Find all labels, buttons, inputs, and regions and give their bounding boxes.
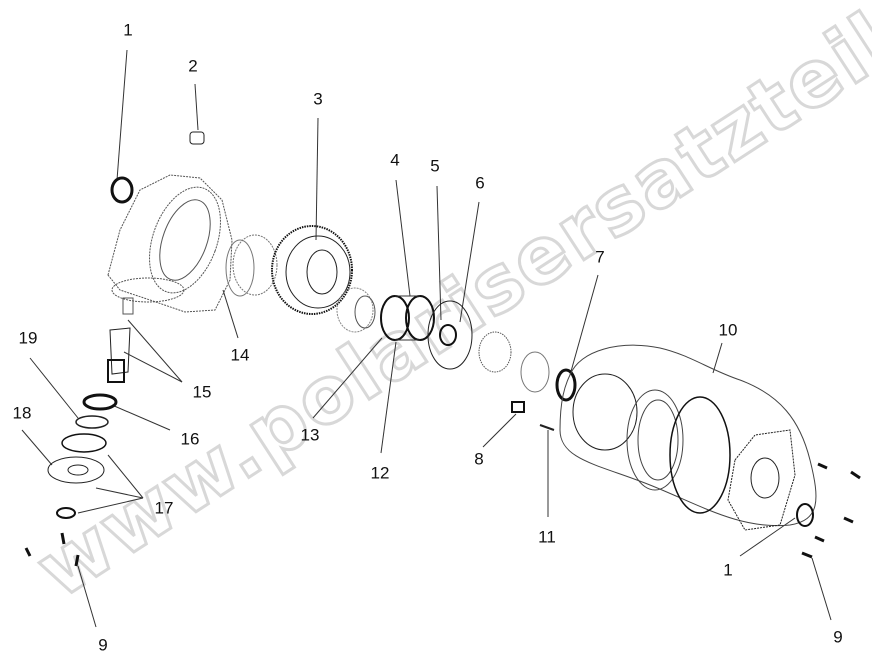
callout-11: 11	[538, 527, 556, 547]
callout-19: 19	[18, 328, 38, 348]
callout-1: 1	[123, 20, 133, 40]
callout-9a: 9	[98, 635, 108, 655]
callout-2: 2	[188, 56, 198, 76]
callout-14: 14	[230, 345, 250, 365]
callout-7: 7	[595, 247, 605, 267]
callout-6: 6	[475, 173, 485, 193]
watermark: www.polarisersatzteile.de	[20, 0, 872, 617]
callout-17: 17	[154, 498, 174, 518]
callout-3: 3	[313, 89, 323, 109]
callout-5: 5	[430, 156, 440, 176]
callout-15: 15	[192, 382, 212, 402]
svg-text:www.polarisersatzteile.de: www.polarisersatzteile.de	[21, 0, 872, 616]
callout-13: 13	[300, 425, 320, 445]
callout-1b: 1	[723, 560, 733, 580]
callout-16: 16	[180, 429, 200, 449]
callout-18: 18	[12, 403, 32, 423]
callout-8: 8	[474, 449, 484, 469]
callout-10: 10	[718, 320, 738, 340]
callout-9b: 9	[833, 627, 843, 647]
callout-4: 4	[390, 150, 400, 170]
callout-12: 12	[370, 463, 390, 483]
